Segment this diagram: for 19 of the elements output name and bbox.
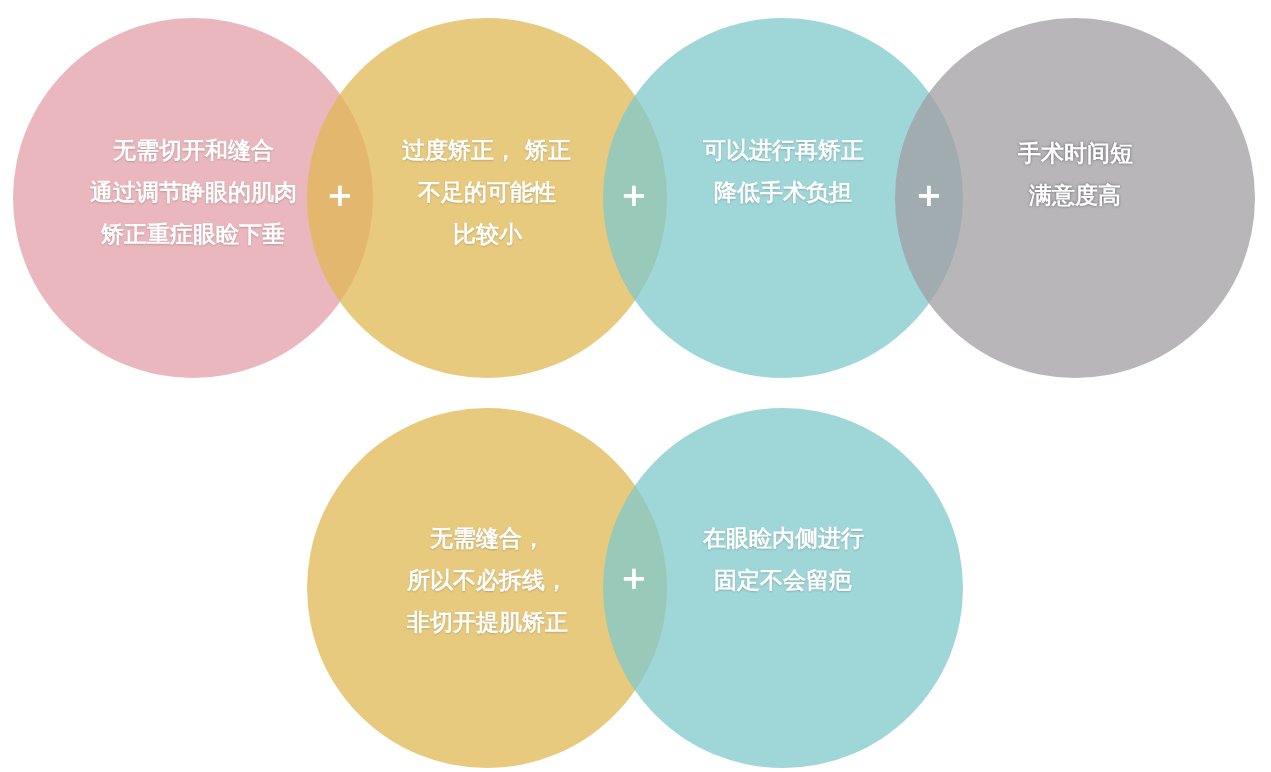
benefit-text: 所以不必拆线，: [406, 566, 568, 595]
benefit-text: 固定不会留疤: [714, 566, 852, 595]
benefit-text: 降低手术负担: [714, 178, 852, 207]
benefit-text: 无需缝合，: [429, 524, 545, 553]
benefit-text: 过度矫正， 矫正: [402, 136, 572, 165]
benefit-text: 手术时间短: [1017, 139, 1133, 168]
benefit-text: 比较小: [452, 220, 522, 249]
benefit-text: 矫正重症眼睑下垂: [101, 220, 285, 249]
benefit-text: 满意度高: [1029, 181, 1121, 210]
plus-sign: +: [326, 179, 354, 211]
plus-sign: +: [620, 562, 648, 594]
benefit-text: 通过调节睁眼的肌肉: [89, 178, 297, 207]
plus-sign: +: [915, 179, 943, 211]
benefit-text: 可以进行再矫正: [702, 136, 864, 165]
plus-sign: +: [620, 179, 648, 211]
benefit-text: 无需切开和缝合: [112, 136, 274, 165]
benefit-text: 在眼睑内侧进行: [702, 524, 864, 553]
benefit-text: 不足的可能性: [418, 178, 556, 207]
benefit-text: 非切开提肌矫正: [406, 608, 568, 637]
